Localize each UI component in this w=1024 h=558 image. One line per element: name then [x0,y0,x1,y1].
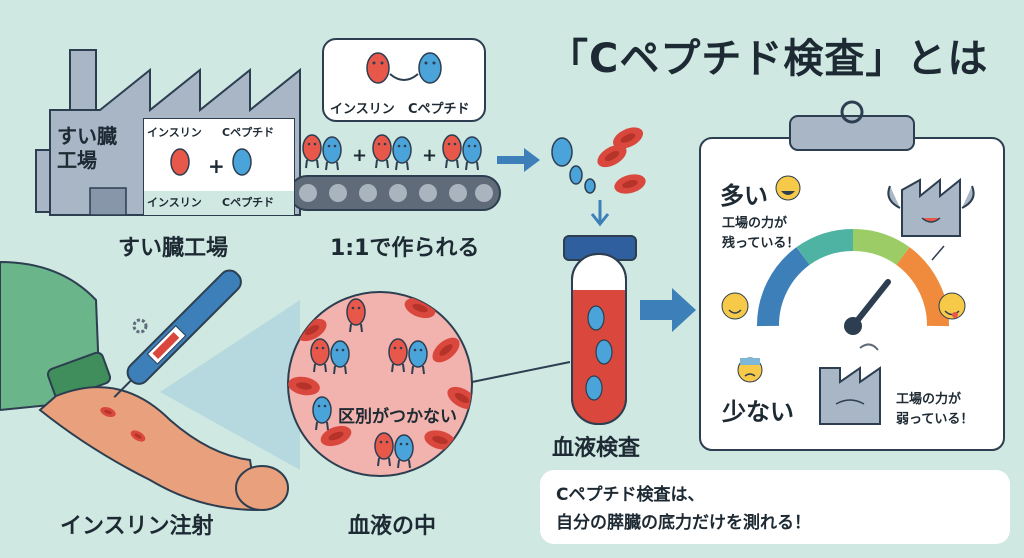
bubble-cpeptide-label: Cペプチド [408,102,470,117]
low-note-line2: 弱っている！ [896,412,974,427]
factory-caption: すい臓工場 [118,236,229,261]
patient-arm [0,260,289,512]
conveyor-plus-1: + [352,145,368,166]
pair-characters [366,52,442,84]
tongue-face-icon [938,292,966,320]
circle-connector [471,361,571,383]
blood-caption: 血液の中 [348,514,437,539]
factory-chimney-1 [69,49,97,111]
factory-door [89,187,127,216]
gauge-needle [850,279,891,329]
grinning-face-icon [775,175,801,201]
insulin-pen [113,269,242,398]
gear-icon [132,318,148,334]
bubble-insulin-label: インスリン [330,102,395,117]
gauge [756,228,950,335]
high-note-line2: 残っている！ [722,236,800,251]
factory-sign: すい臓工場 [57,124,117,172]
factory-box-cpeptide-top: Cペプチド [222,126,275,139]
summary-line2: 自分の膵臓の底力だけを測れる！ [556,513,811,533]
blood-circle [287,291,473,477]
ratio-caption: 1:1で作られる [330,236,480,261]
indistinguishable-label: 区別がつかない [338,407,457,427]
low-note-line1: 工場の力が [896,392,962,407]
low-label: 少ない [722,398,794,426]
factory-plus: + [208,154,225,178]
conveyor-arrow [497,148,540,172]
weak-factory-icon [819,343,881,425]
smiling-face-icon [721,292,749,320]
high-label: 多い [720,182,768,210]
factory-box-insulin-bottom: インスリン [147,196,202,209]
worried-face-icon [737,357,763,383]
conveyor-plus-2: + [422,145,438,166]
test-tube [563,235,637,425]
page-title: 「Cペプチド検査」とは [548,36,989,82]
factory-box-insulin-top: インスリン [147,126,202,139]
magnify-beam [160,300,300,470]
conveyor-belt [289,134,501,211]
test-caption: 血液検査 [552,436,641,461]
summary-line1: Cペプチド検査は、 [556,485,705,505]
factory-box-cpeptide-bottom: Cペプチド [222,196,275,209]
released-molecules [551,123,648,227]
factory-window [143,118,295,216]
summary-box [540,470,1010,544]
factory-window-characters [170,148,252,176]
tube-to-clipboard-arrow [640,288,696,332]
injection-caption: インスリン注射 [60,514,214,539]
high-note-line1: 工場の力が [722,216,788,231]
strong-factory-icon [887,177,975,261]
